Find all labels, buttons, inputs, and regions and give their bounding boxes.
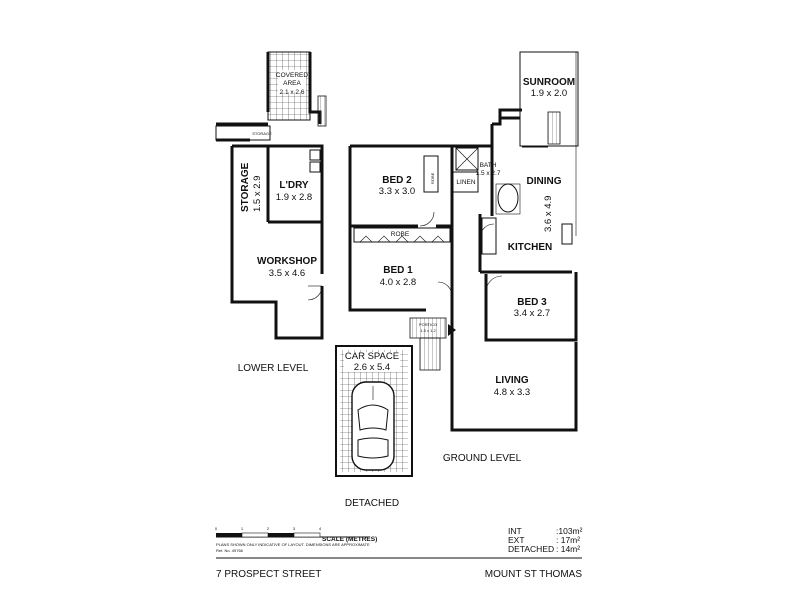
- area-int-value: :103m²: [556, 526, 583, 536]
- ref-number: Ref. No. 49766: [216, 548, 244, 553]
- bed2-dims: 3.3 x 3.0: [379, 186, 415, 197]
- portico-label: PORTICO: [419, 322, 437, 327]
- scale-tick-4: 4: [319, 526, 322, 531]
- car-space: [335, 345, 413, 477]
- storage-label: STORAGE: [240, 162, 251, 212]
- bath-dims: 1.5 x 2.7: [476, 170, 501, 177]
- scale-tick-2: 2: [267, 526, 270, 531]
- disclaimer: PLANS SHOWN ONLY INDICATIVE OF LAYOUT. D…: [216, 542, 370, 547]
- robe2-label: ROBE: [430, 172, 435, 184]
- detached-title: DETACHED: [345, 498, 399, 509]
- ground-level-plan: [348, 51, 579, 432]
- ground-level-title: GROUND LEVEL: [443, 453, 522, 464]
- scale-bar: [216, 532, 370, 538]
- bed2-label: BED 2: [382, 175, 412, 186]
- bed3-label: BED 3: [517, 297, 547, 308]
- kitchen-label: KITCHEN: [508, 242, 552, 253]
- living-dims: 4.8 x 3.3: [494, 387, 530, 398]
- scale-tick-0: 0: [215, 526, 218, 531]
- area-detached-label: DETACHED: [508, 544, 554, 554]
- bed1-label: BED 1: [383, 265, 413, 276]
- covered-area-dims: 2.1 x 2.6: [280, 89, 305, 96]
- area-int-label: INT: [508, 526, 522, 536]
- workshop-label: WORKSHOP: [257, 256, 317, 267]
- portico-dims: 1.5 x 1.2: [420, 328, 436, 333]
- dining-dims: 3.6 x 4.9: [543, 196, 554, 232]
- scale-tick-1: 1: [241, 526, 244, 531]
- address: 7 PROSPECT STREET: [216, 569, 321, 580]
- bed3-dims: 3.4 x 2.7: [514, 308, 550, 319]
- linen-label: LINEN: [456, 179, 475, 186]
- area-ext-label: EXT: [508, 535, 525, 545]
- bed1-dims: 4.0 x 2.8: [380, 277, 416, 288]
- sunroom-dims: 1.9 x 2.0: [531, 88, 567, 99]
- suburb: MOUNT ST THOMAS: [485, 569, 583, 580]
- sunroom-label: SUNROOM: [523, 77, 575, 88]
- laundry-dims: 1.9 x 2.8: [276, 192, 312, 203]
- lower-level-title: LOWER LEVEL: [238, 363, 309, 374]
- lower-level-plan: [215, 51, 327, 340]
- robe1-cabinet: [353, 227, 451, 243]
- dining-label: DINING: [527, 176, 562, 187]
- scale-label: SCALE (METRES): [322, 536, 377, 543]
- covered-area-label-1: COVERED: [276, 72, 308, 79]
- scale-tick-3: 3: [293, 526, 296, 531]
- area-detached-value: : 14m²: [556, 544, 580, 554]
- car-space-label: CAR SPACE: [345, 351, 399, 362]
- car-icon: [351, 381, 395, 471]
- storage-dims: 1.5 x 2.9: [252, 176, 263, 212]
- living-label: LIVING: [495, 375, 529, 386]
- car-space-dims: 2.6 x 5.4: [354, 362, 390, 373]
- robe1-label: ROBE: [391, 231, 410, 238]
- workshop-dims: 3.5 x 4.6: [269, 268, 305, 279]
- laundry-label: L'DRY: [279, 180, 309, 191]
- area-ext-value: : 17m²: [556, 535, 580, 545]
- covered-area-label-2: AREA: [283, 80, 301, 87]
- storage-small-label: STORAGE: [252, 131, 272, 136]
- bath-label: BATH: [480, 162, 497, 169]
